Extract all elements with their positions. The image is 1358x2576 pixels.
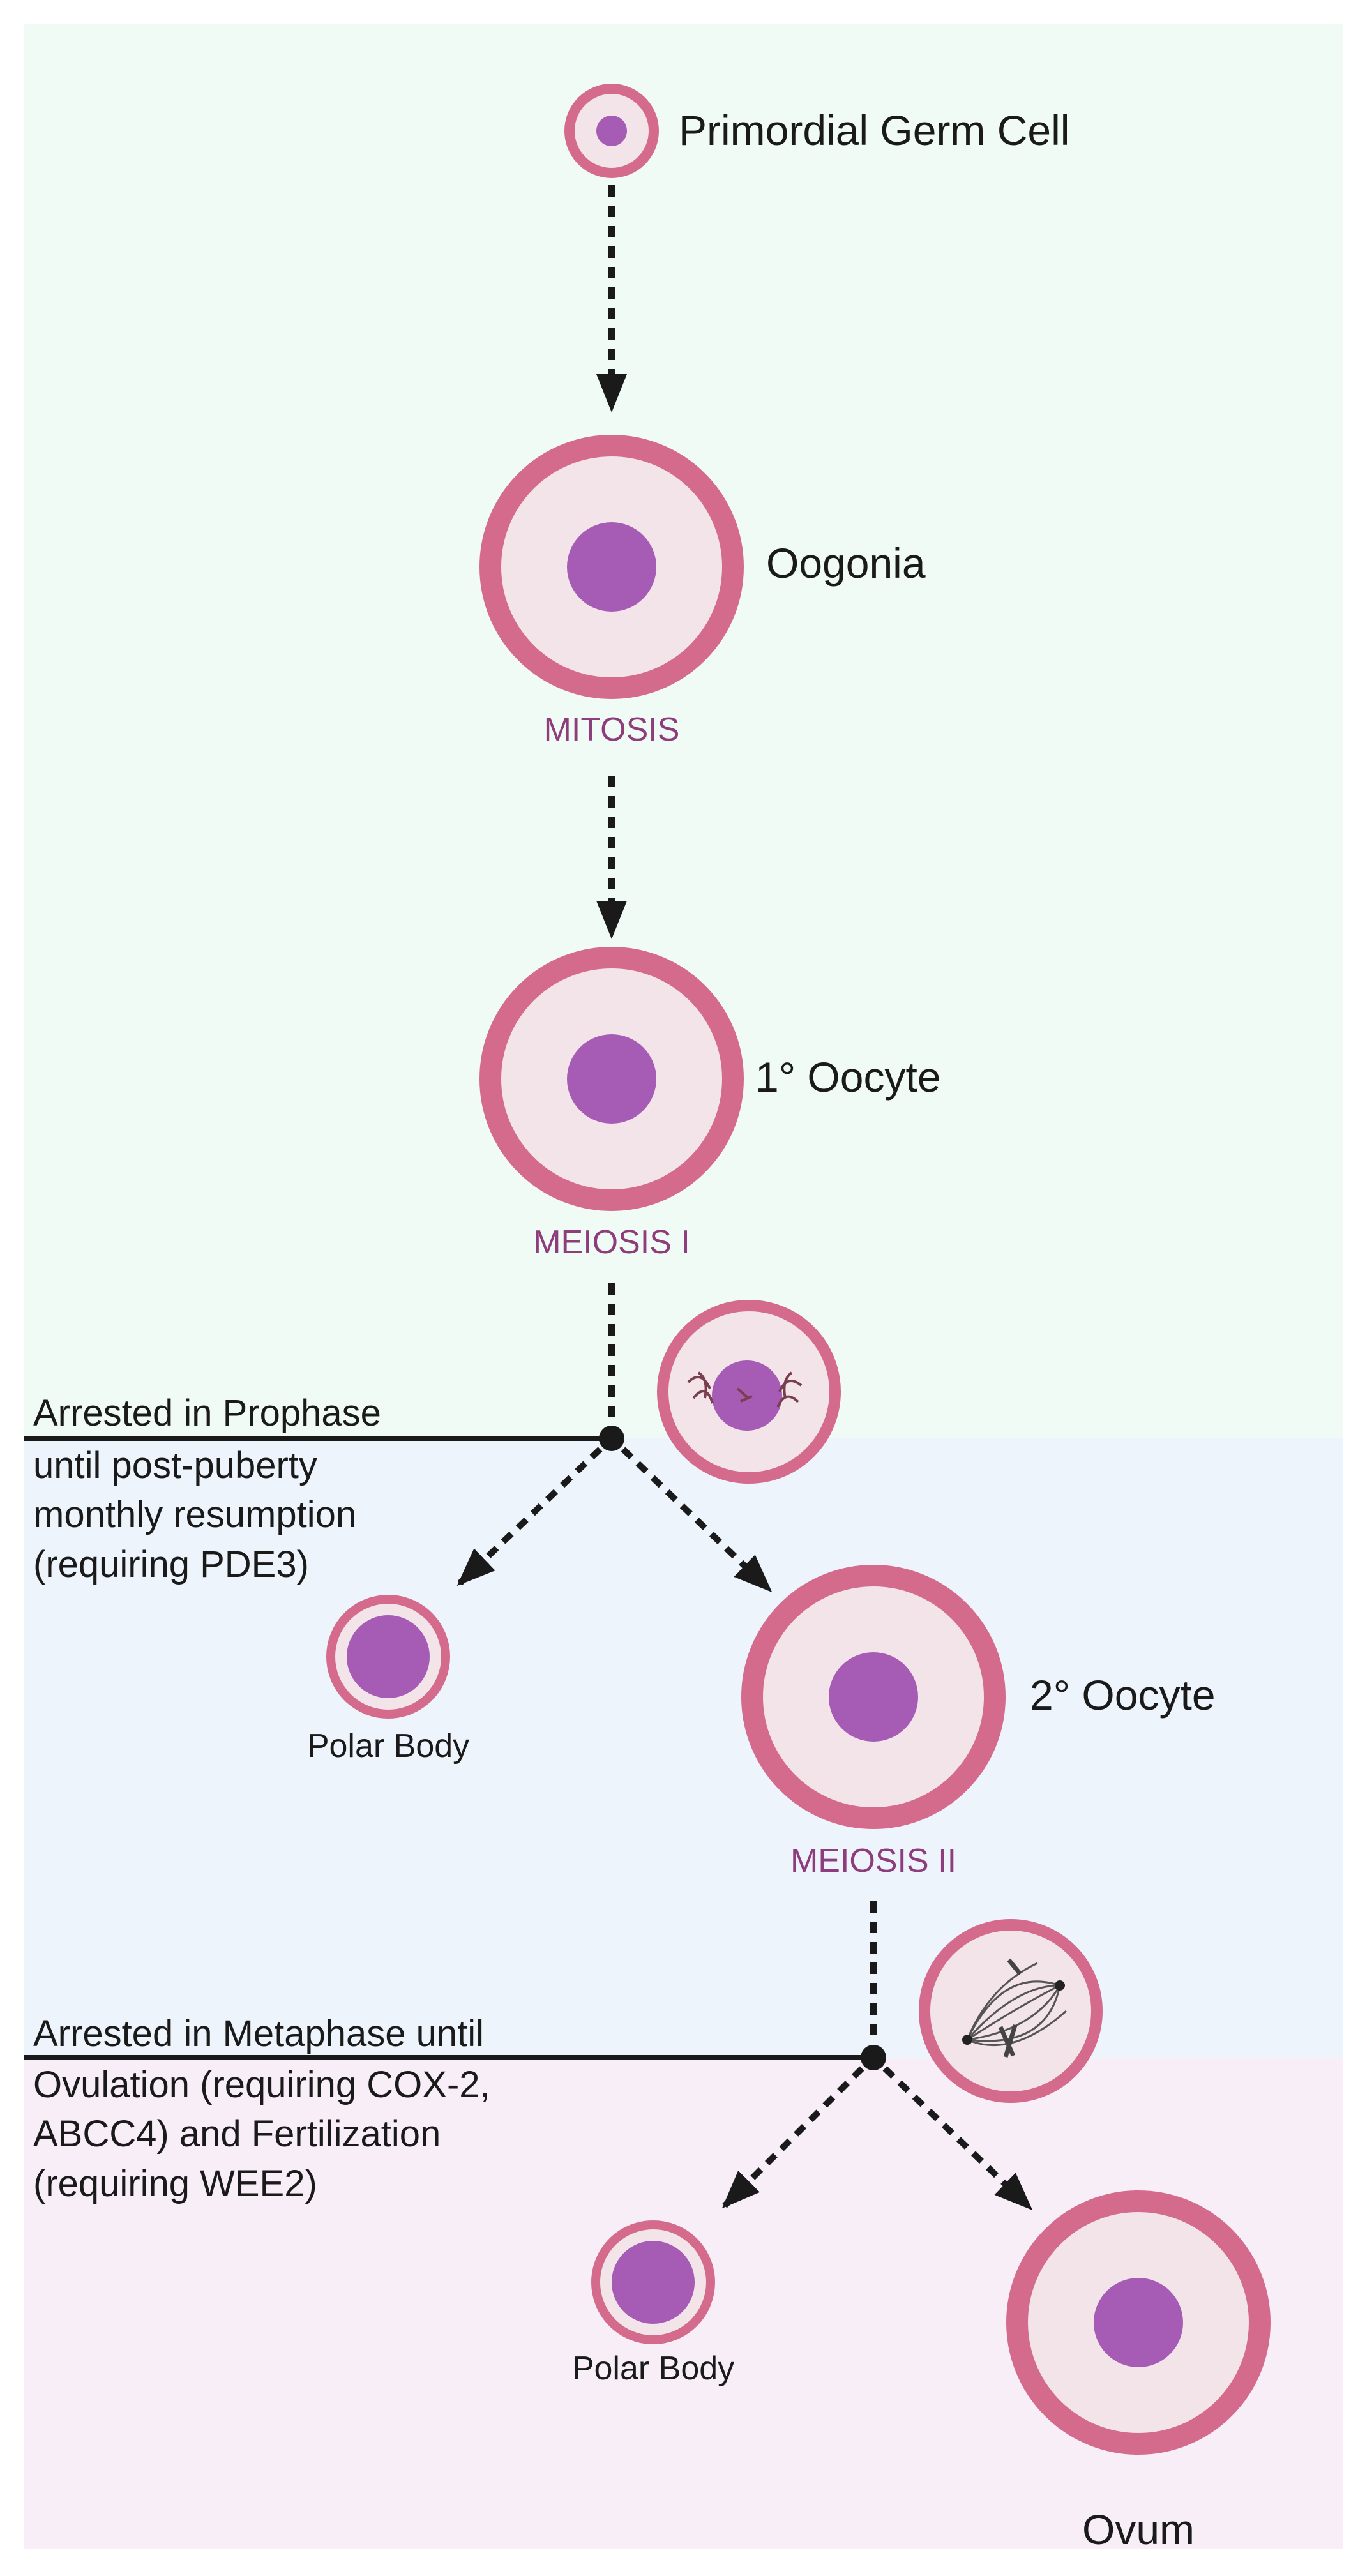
metaphase-note-line-1: Arrested in Metaphase until: [33, 2013, 484, 2054]
mitosis-label: MITOSIS: [544, 711, 680, 748]
junction-meiosis-2: [861, 2045, 886, 2070]
polar-body-2-cell: [591, 2220, 715, 2344]
oogonia-cell: [479, 435, 744, 699]
polar-body-2-label: Polar Body: [572, 2350, 734, 2387]
arrow-to-secondary-oocyte: [621, 1447, 773, 1593]
prophase-note: Arrested in Prophase until post-puberty …: [33, 1392, 381, 1585]
region-middle: [24, 1438, 1343, 2058]
primordial-germ-cell: [564, 84, 659, 178]
arrow-to-ovum: [882, 2066, 1033, 2211]
secondary-oocyte-cell: [741, 1565, 1006, 1829]
junction-meiosis-1: [599, 1426, 624, 1451]
prophase-note-line-4: (requiring PDE3): [33, 1544, 309, 1585]
meiosis-2-label: MEIOSIS II: [790, 1842, 956, 1879]
metaphase-note-line-2: Ovulation (requiring COX-2,: [33, 2064, 490, 2105]
metaphase-note: Arrested in Metaphase until Ovulation (r…: [33, 2013, 490, 2204]
metaphase-note-line-4: (requiring WEE2): [33, 2163, 317, 2204]
primary-oocyte-cell: [479, 947, 744, 1211]
primordial-germ-cell-label: Primordial Germ Cell: [679, 107, 1069, 154]
ovum-cell: [1006, 2190, 1271, 2455]
polar-body-1-label: Polar Body: [307, 1728, 469, 1765]
oogonia-label: Oogonia: [766, 539, 926, 587]
metaphase-cell-illustration: [919, 1919, 1103, 2103]
primary-oocyte-label: 1° Oocyte: [755, 1053, 941, 1101]
prophase-cell-illustration: [657, 1300, 841, 1484]
meiosis-1-label: MEIOSIS I: [533, 1224, 690, 1261]
metaphase-note-line-3: ABCC4) and Fertilization: [33, 2113, 441, 2155]
region-top: [24, 24, 1343, 1438]
polar-body-1-cell: [326, 1595, 450, 1719]
ovum-label: Ovum: [1082, 2506, 1195, 2553]
prophase-note-line-3: monthly resumption: [33, 1494, 356, 1535]
prophase-note-line-1: Arrested in Prophase: [33, 1392, 381, 1434]
prophase-note-line-2: until post-puberty: [33, 1445, 317, 1486]
secondary-oocyte-label: 2° Oocyte: [1030, 1671, 1216, 1719]
